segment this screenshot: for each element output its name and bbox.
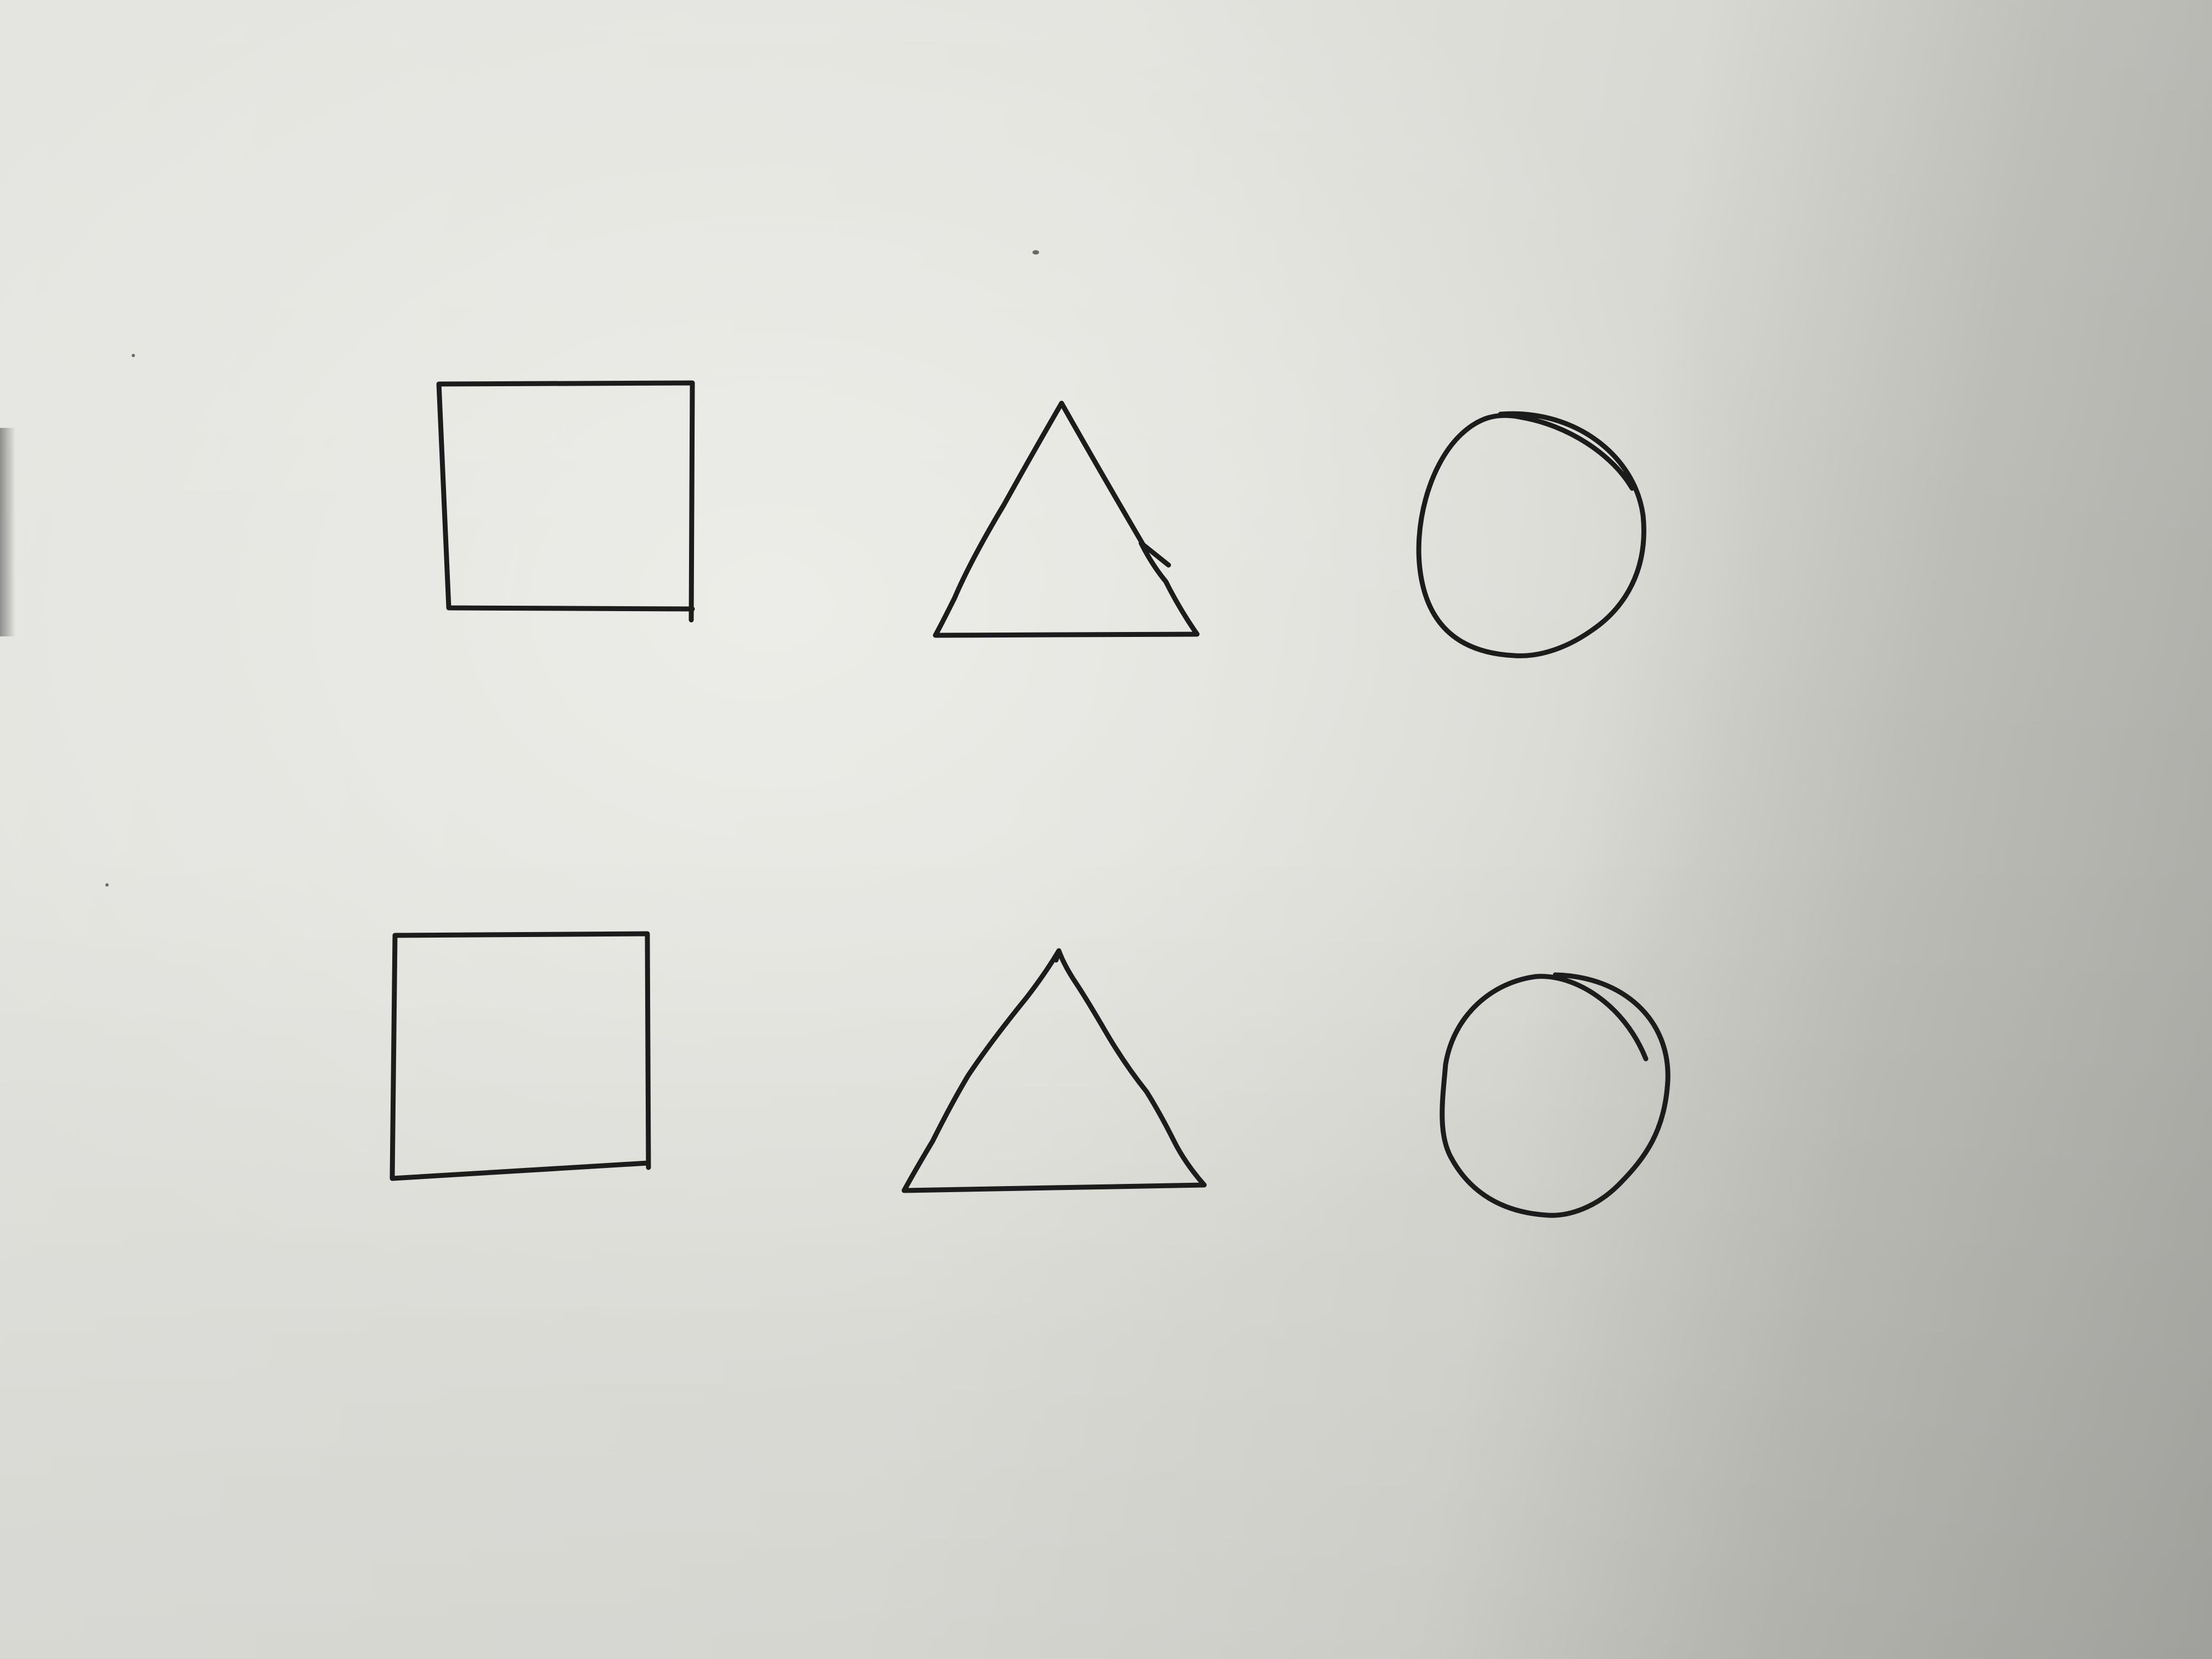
speck [1032,250,1039,255]
square-shape-row1 [436,380,695,623]
speck [105,883,109,887]
paper-specks [105,250,1039,887]
circle-shape-row1 [1416,411,1646,658]
speck [132,354,135,357]
edge-shadow [0,428,15,636]
triangle-shape-row2 [901,948,1207,1193]
square-shape-row2 [390,931,651,1181]
circle-shape-row2 [1440,972,1671,1218]
triangle-shape-row1 [933,400,1200,638]
